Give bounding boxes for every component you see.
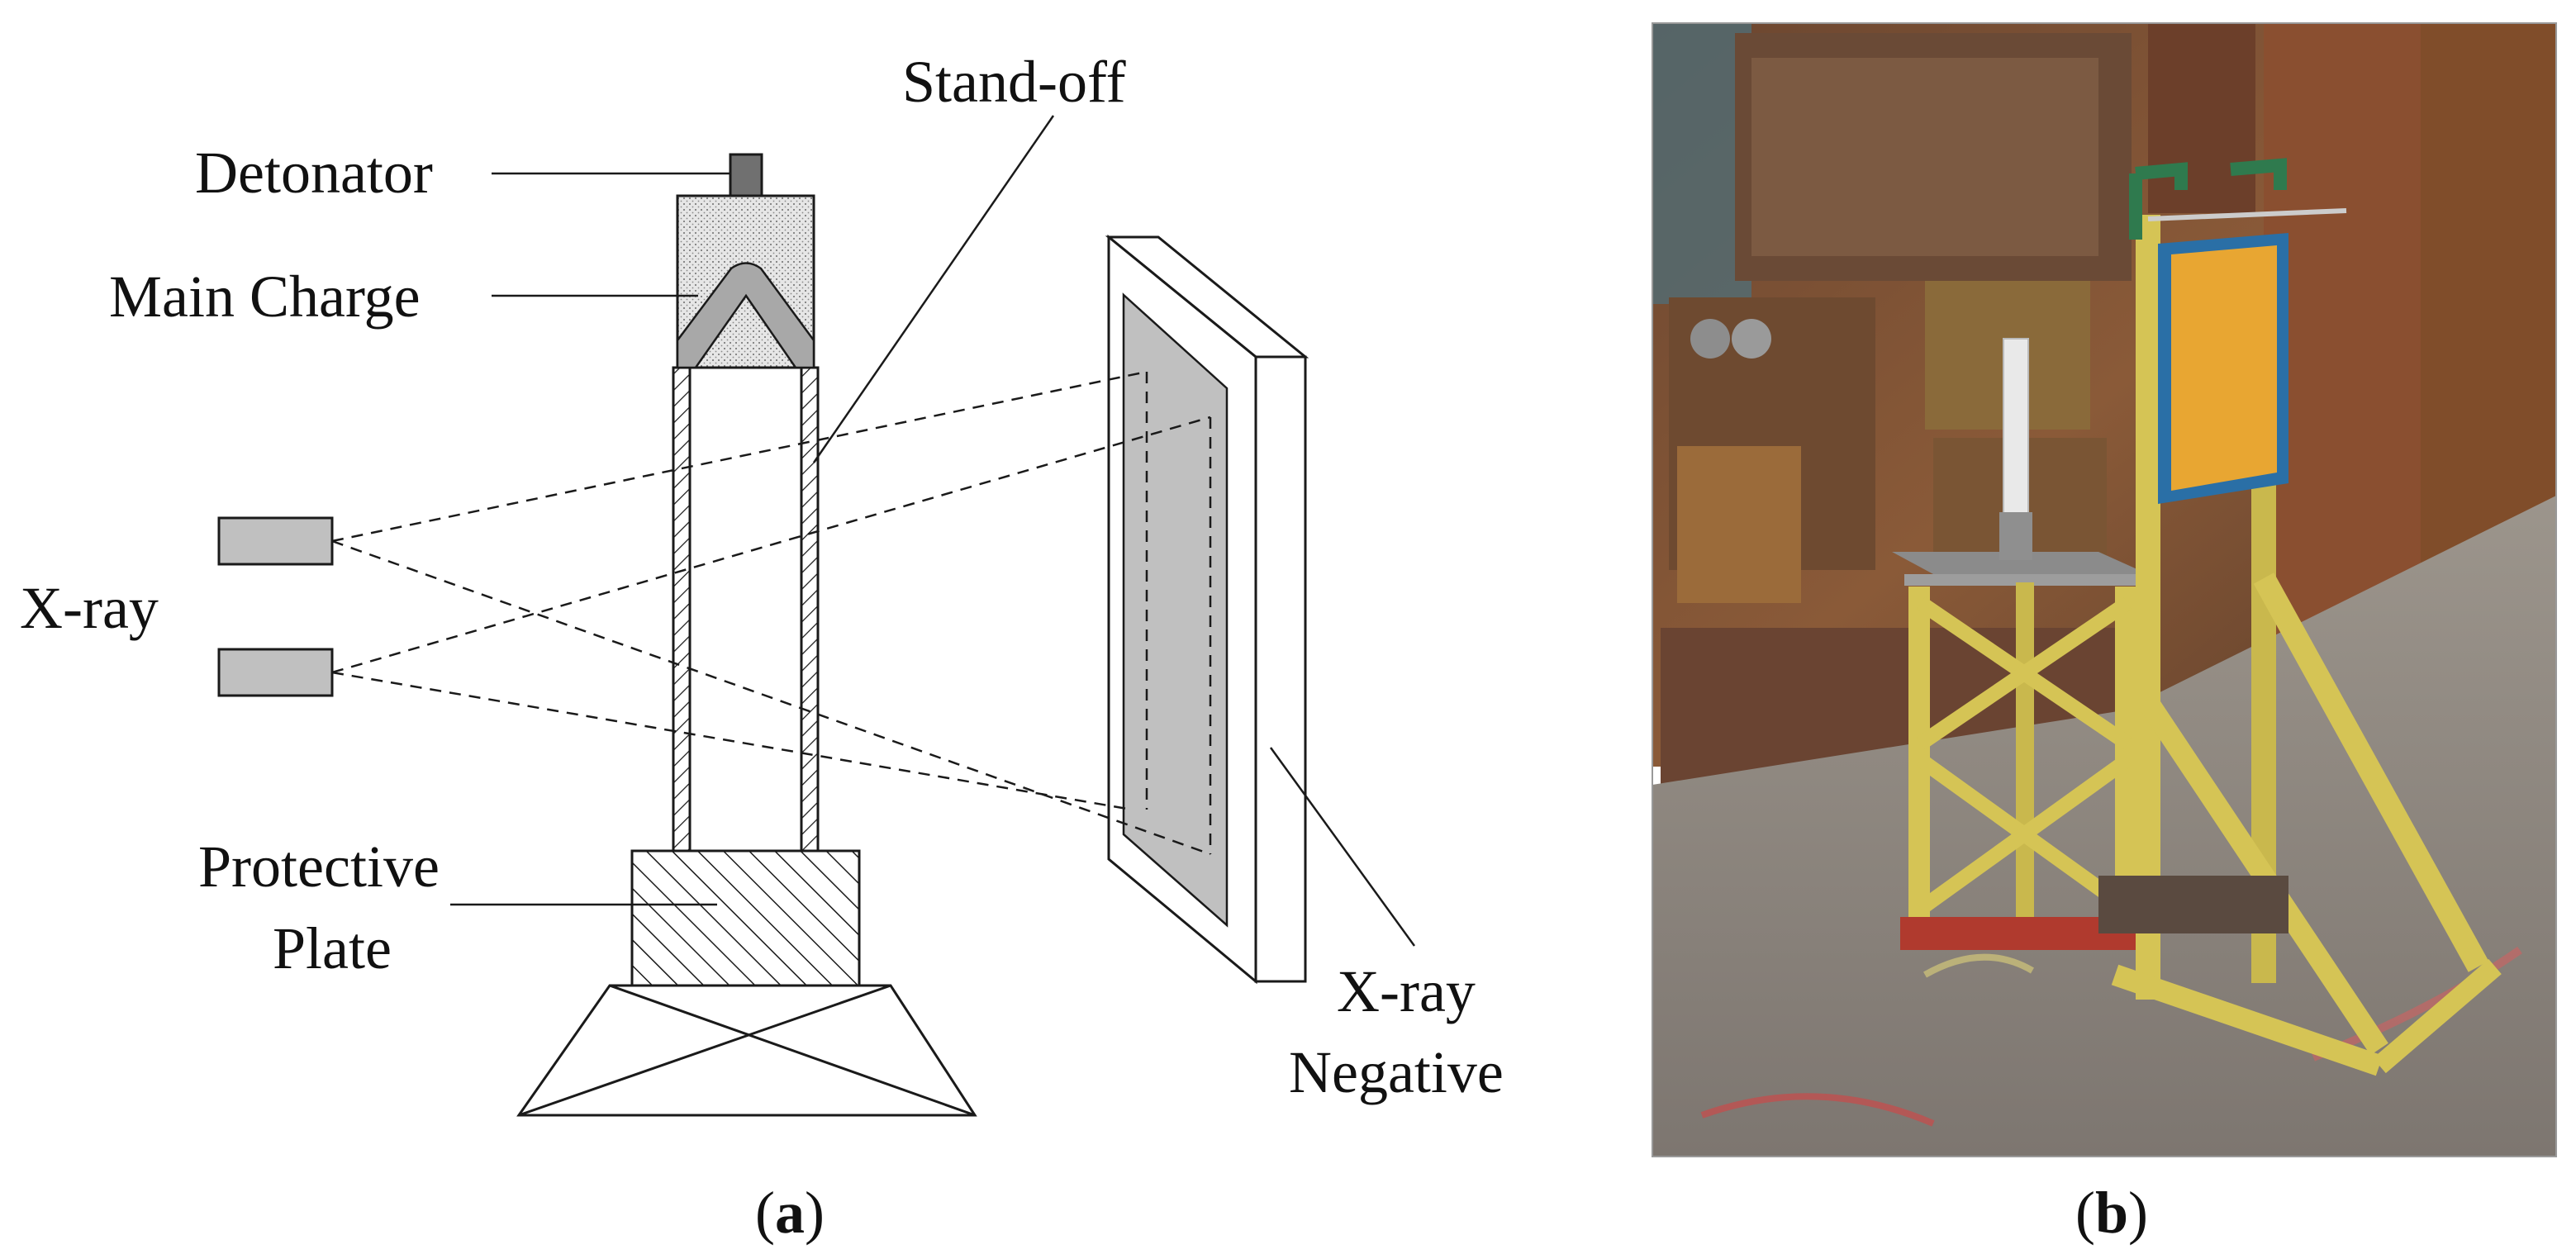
film-sheet	[1122, 292, 1229, 928]
caption-a: (a)	[755, 1180, 825, 1246]
xray-negative	[1105, 234, 1309, 985]
xray-source-upper	[217, 516, 334, 566]
photo-panel	[1652, 23, 2556, 1157]
liner-cone	[676, 262, 815, 369]
photo-frame-border	[1652, 22, 2557, 1157]
label-detonator: Detonator	[195, 140, 433, 206]
label-negative-line1: X-ray	[1337, 958, 1476, 1024]
photo-charge-stand	[1892, 338, 2148, 950]
detonator	[729, 153, 763, 197]
caption-b: (b)	[2075, 1180, 2148, 1246]
standoff-tube-right-wall	[800, 366, 820, 853]
label-xray: X-ray	[20, 575, 159, 641]
leader-lines	[450, 115, 1416, 947]
label-main-charge: Main Charge	[109, 264, 421, 330]
base-stand	[516, 984, 977, 1117]
label-protective-line1: Protective	[198, 834, 440, 900]
label-stand-off: Stand-off	[902, 49, 1126, 115]
protective-plate	[630, 849, 861, 987]
xray-source-lower	[217, 648, 334, 697]
photo-film-frame	[2098, 158, 2502, 1076]
xray-beams	[331, 370, 1212, 856]
schematic-panel	[217, 115, 1416, 1117]
label-protective-line2: Plate	[273, 915, 392, 981]
label-negative-line2: Negative	[1289, 1039, 1504, 1105]
standoff-tube-left-wall	[672, 366, 692, 853]
